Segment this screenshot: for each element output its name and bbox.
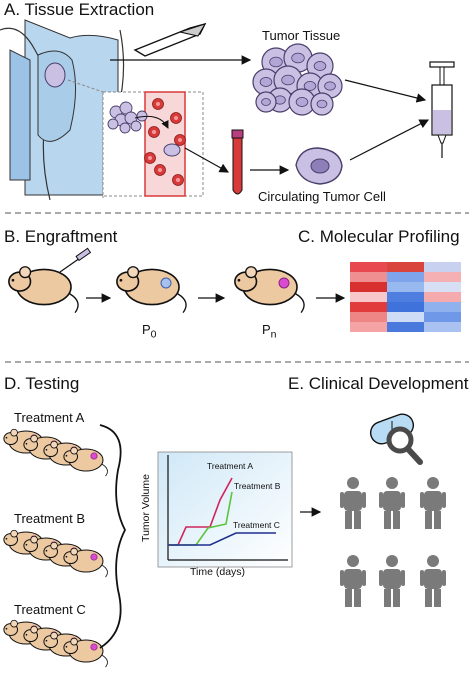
heatmap-cell: [350, 322, 387, 332]
heatmap-cell: [350, 272, 387, 282]
red-blood-cell: [172, 174, 184, 186]
syringe-icon: [429, 61, 455, 158]
engraftment-mouse-injection: [8, 247, 92, 314]
engraftment-mouse-p0: [116, 265, 187, 314]
inset-tumor-cell: [119, 122, 131, 134]
blood-tube: [231, 129, 244, 195]
inset-ctc: [163, 143, 181, 157]
tissue-cell: [288, 88, 316, 116]
legend-treatment-c: Treatment C: [233, 520, 280, 530]
legend-treatment-b: Treatment B: [234, 481, 281, 491]
red-blood-cell: [154, 164, 166, 176]
treatment-mouse: [63, 446, 108, 477]
heatmap-cell: [424, 262, 461, 272]
engraftment-mouse-pn: [234, 265, 305, 314]
heatmap-cell: [387, 282, 424, 292]
heatmap-cell: [424, 282, 461, 292]
ctc-label: Circulating Tumor Cell: [258, 189, 386, 204]
blood-cells: [144, 98, 186, 186]
heatmap-cell: [387, 262, 424, 272]
heatmap-cell: [350, 312, 387, 322]
scalpel-icon: [133, 22, 207, 57]
tissue-cell: [255, 91, 277, 113]
red-blood-cell: [174, 134, 186, 146]
red-blood-cell: [152, 98, 164, 110]
circulating-tumor-cell: [295, 147, 343, 185]
patient-group: [340, 477, 446, 607]
red-blood-cell: [170, 112, 182, 124]
treatment-mouse: [63, 637, 108, 668]
section-e-title: E. Clinical Development: [288, 374, 469, 393]
p0-label: P0: [142, 322, 157, 341]
tumor-tissue-cluster: [252, 43, 343, 116]
inset-tumor-cluster: [107, 101, 181, 157]
inset-tumor-cell: [130, 120, 142, 132]
tumor-tissue-label: Tumor Tissue: [262, 28, 341, 43]
heatmap-cell: [350, 282, 387, 292]
chart-y-label: Tumor Volume: [139, 474, 152, 542]
treatment-b-mice: [3, 529, 108, 578]
heatmap-cell: [424, 322, 461, 332]
heatmap-cell: [350, 302, 387, 312]
treatment-a-label: Treatment A: [14, 410, 85, 425]
heatmap-cell: [424, 312, 461, 322]
heatmap-cell: [350, 292, 387, 302]
pill-magnifier-icon: [369, 413, 423, 465]
treatment-c-mice: [3, 619, 108, 668]
heatmap-cell: [424, 292, 461, 302]
zoom-inset: [67, 79, 204, 198]
heatmap-cell: [350, 262, 387, 272]
heatmap-cell: [387, 272, 424, 282]
heatmap-cell: [424, 302, 461, 312]
tissue-cell: [317, 73, 343, 99]
section-b-title: B. Engraftment: [4, 227, 118, 246]
section-c-title: C. Molecular Profiling: [298, 227, 460, 246]
treatment-b-label: Treatment B: [14, 511, 86, 526]
inset-tumor-cell: [107, 118, 119, 130]
tissue-cell: [306, 52, 334, 80]
heatmap-cell: [387, 322, 424, 332]
lung-illustration: [0, 19, 125, 201]
treatment-a-mice: [3, 428, 108, 477]
heatmap-cell: [387, 302, 424, 312]
heatmap-cell: [387, 292, 424, 302]
red-blood-cell: [148, 126, 160, 138]
treatment-mouse: [63, 547, 108, 578]
red-blood-cell: [144, 152, 156, 164]
section-a-title: A. Tissue Extraction: [4, 0, 155, 19]
chart-x-label: Time (days): [190, 566, 246, 578]
section-d-title: D. Testing: [4, 374, 80, 393]
series-line-treatment-c: [168, 532, 276, 546]
molecular-heatmap: [350, 262, 461, 332]
grouping-brace: [99, 424, 127, 649]
tissue-cell: [310, 92, 334, 116]
tumor-volume-chart: [157, 451, 293, 568]
small-syringe-icon: [59, 247, 92, 273]
legend-treatment-a: Treatment A: [207, 461, 253, 471]
heatmap-cell: [424, 272, 461, 282]
pn-label: Pn: [262, 322, 277, 341]
heatmap-cell: [387, 312, 424, 322]
treatment-c-label: Treatment C: [14, 602, 86, 617]
